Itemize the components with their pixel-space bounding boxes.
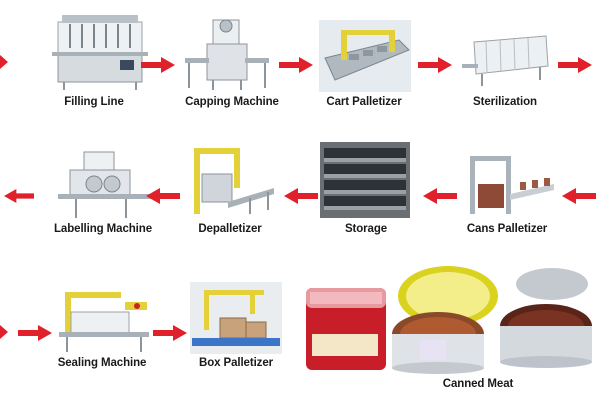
flow-arrow-icon (562, 188, 596, 204)
cans-palletizer-image (466, 150, 556, 220)
flow-arrow-icon (146, 188, 180, 204)
cropped-arrow-left-edge (0, 55, 8, 69)
flow-arrow-icon (279, 57, 313, 73)
step-label-filling-line: Filling Line (64, 96, 124, 108)
flow-arrow-icon (141, 57, 175, 73)
depalletizer-image (188, 140, 276, 220)
step-label-sealing-machine: Sealing Machine (58, 357, 147, 369)
step-label-depalletizer: Depalletizer (198, 223, 261, 235)
cropped-arrow-left-edge (0, 325, 8, 339)
step-label-canned-meat: Canned Meat (443, 378, 513, 390)
flow-arrow-icon (4, 188, 34, 204)
sterilization-image (460, 30, 552, 90)
step-label-cart-palletizer: Cart Palletizer (326, 96, 401, 108)
step-label-labelling-machine: Labelling Machine (54, 223, 152, 235)
step-label-cans-palletizer: Cans Palletizer (467, 223, 547, 235)
step-label-sterilization: Sterilization (473, 96, 537, 108)
canned-meat-image (302, 262, 598, 374)
sealing-machine-image (55, 282, 153, 354)
box-palletizer-image (190, 282, 282, 354)
flow-arrow-icon (153, 325, 187, 341)
flow-arrow-icon (284, 188, 318, 204)
flow-arrow-icon (18, 325, 52, 341)
flow-arrow-icon (418, 57, 452, 73)
capping-machine-image (183, 14, 271, 92)
step-label-box-palletizer: Box Palletizer (199, 357, 273, 369)
labelling-machine-image (58, 148, 152, 220)
step-label-storage: Storage (345, 223, 387, 235)
step-label-capping-machine: Capping Machine (185, 96, 279, 108)
flow-arrow-icon (558, 57, 592, 73)
filling-line-image (50, 10, 150, 92)
flow-arrow-icon (423, 188, 457, 204)
storage-image (320, 142, 410, 218)
cart-palletizer-image (319, 20, 411, 92)
